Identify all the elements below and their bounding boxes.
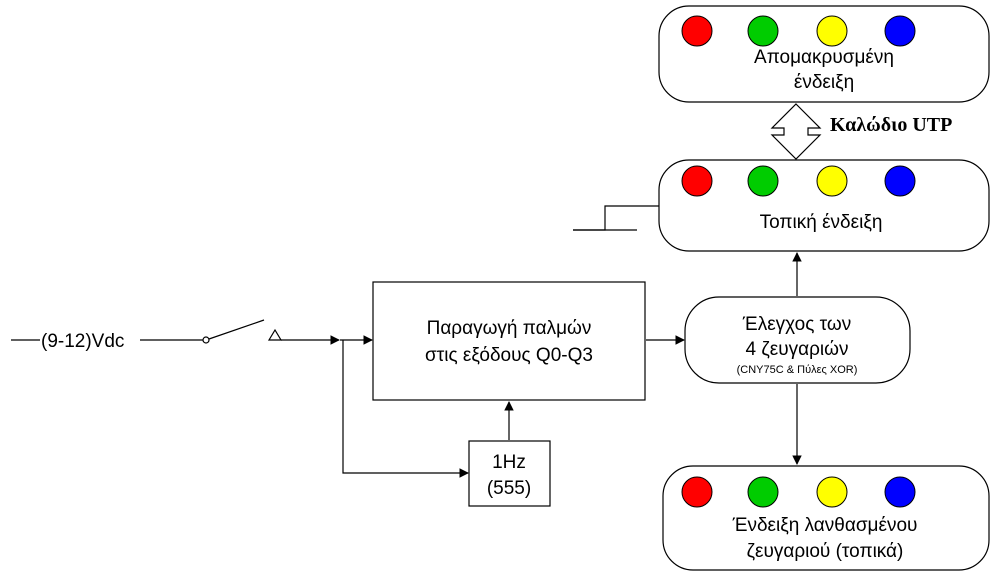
remote-display-label-line2: ένδειξη [794,72,854,93]
remote-display-leds [681,15,916,47]
error-display-leds [681,476,916,508]
local-led-blue [884,165,916,197]
remote-led-blue [884,15,916,47]
power-input-label: (9-12)Vdc [41,331,124,352]
local-led-yellow [816,165,848,197]
switch-lever [208,319,265,340]
pair-checker-box [684,296,911,384]
pair-checker-label-line3: (CNY75C & Πύλες XOR) [737,364,858,376]
pulse-generator: Παραγωγή παλμών στις εξόδους Q0-Q3 [372,281,646,401]
pulse-generator-label-line1: Παραγωγή παλμών [427,318,592,339]
error-display: Ένδειξη λανθασμένου ζευγαριού (τοπικά) [662,465,990,571]
local-display-label: Τοπική ένδειξη [760,212,883,233]
error-led-red [681,476,713,508]
local-display: Τοπική ένδειξη [658,159,990,252]
switch-terminal-icon [267,328,283,341]
pair-checker-label-line1: Έλεγχος των [742,314,851,335]
local-led-green [747,165,779,197]
pulse-waveform-symbol [573,205,659,231]
error-led-green [747,476,779,508]
pair-checker-label-line2: 4 ζευγαριών [746,339,849,360]
error-led-blue [884,476,916,508]
error-display-label-line1: Ένδειξη λανθασμένου [732,515,918,536]
utp-cable-label: Καλώδιο UTP [830,114,952,136]
utp-cable-double-arrow [770,103,822,160]
remote-display-label-line1: Απομακρυσμένη [754,47,894,68]
remote-led-red [681,15,713,47]
pulse-generator-box [372,281,646,401]
error-display-label-line2: ζευγαριού (τοπικά) [747,541,904,562]
wire-to-clock [342,340,469,478]
local-display-leds [681,165,916,197]
clock-555: 1Hz (555) [468,440,551,507]
error-led-yellow [816,476,848,508]
clock-label-line2: (555) [487,478,531,499]
clock-label-line1: 1Hz [492,452,526,473]
remote-display: Απομακρυσμένη ένδειξη [658,5,990,103]
pulse-generator-label-line2: στις εξόδους Q0-Q3 [425,345,593,366]
remote-led-green [747,15,779,47]
clock-box [468,440,551,507]
pair-checker: Έλεγχος των 4 ζευγαριών (CNY75C & Πύλες … [684,296,911,384]
remote-led-yellow [816,15,848,47]
switch-contact-icon [202,336,210,344]
local-led-red [681,165,713,197]
